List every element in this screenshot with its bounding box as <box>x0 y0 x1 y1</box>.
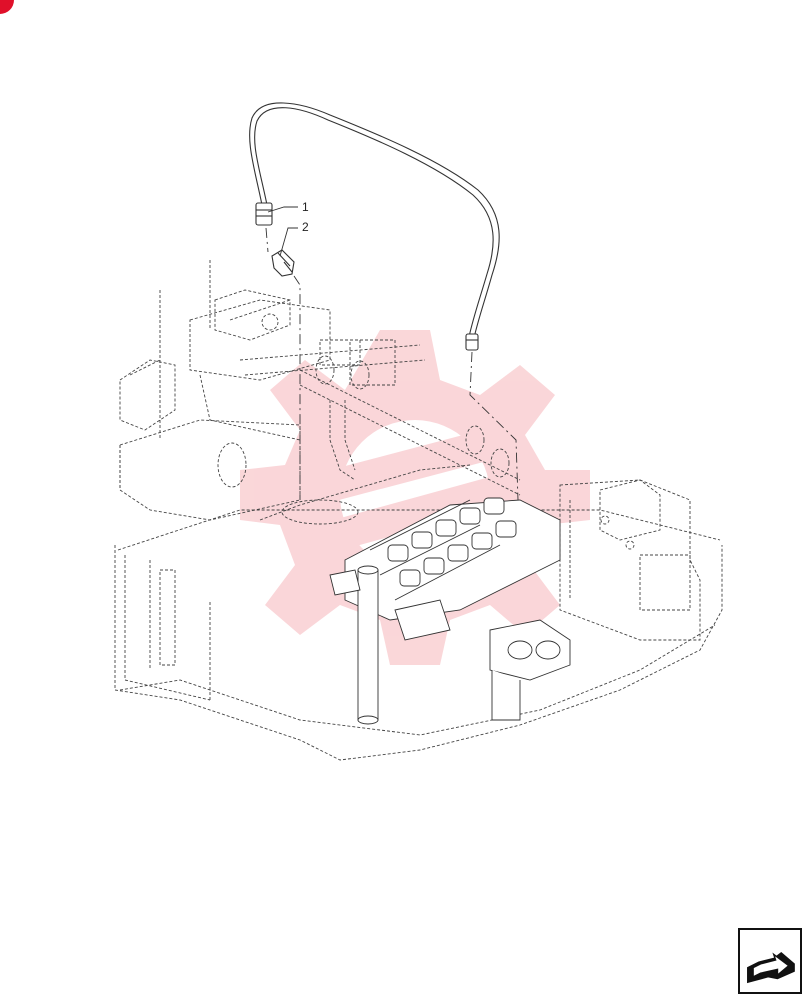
next-page-button[interactable] <box>738 928 802 994</box>
callout-number-1: 1 <box>302 200 309 214</box>
callout-leaders <box>267 206 298 257</box>
next-page-arrow-icon <box>747 951 795 984</box>
control-valve-block <box>329 497 571 725</box>
machine-frame <box>114 260 723 761</box>
elbow-fitting <box>271 249 295 277</box>
hose <box>249 102 500 351</box>
callout-number-2: 2 <box>302 220 309 234</box>
